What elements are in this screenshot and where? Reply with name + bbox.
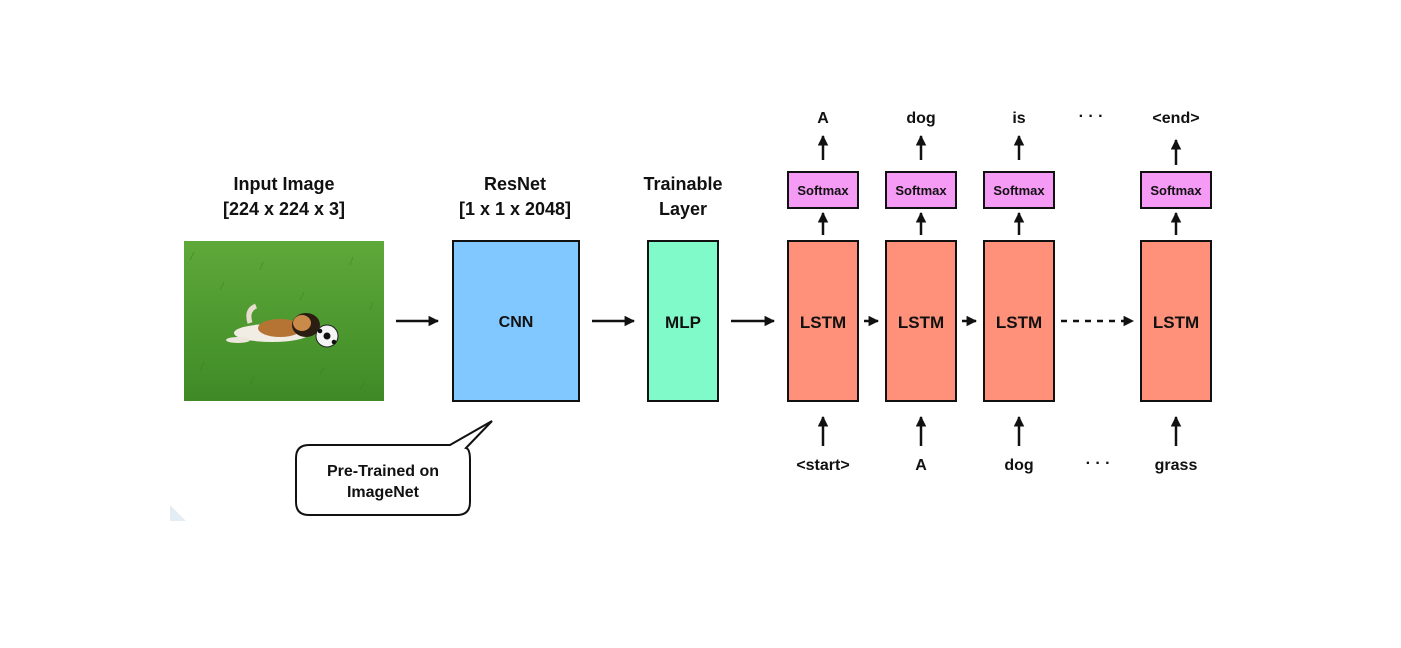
lstm-block-3: [983, 240, 1055, 402]
softmax-label-last: Softmax: [1150, 183, 1202, 198]
input-word-1: <start>: [796, 457, 849, 474]
input-image-dims: [224 x 224 x 3]: [223, 199, 345, 219]
softmax-label-3: Softmax: [993, 183, 1045, 198]
lstm-column-3: is Softmax LSTM dog: [983, 110, 1055, 474]
lstm-label-1: LSTM: [800, 313, 846, 332]
softmax-label-2: Softmax: [895, 183, 947, 198]
callout-line1: Pre-Trained on: [327, 463, 439, 480]
lstm-label-2: LSTM: [898, 313, 944, 332]
resnet-dims: [1 x 1 x 2048]: [459, 199, 571, 219]
trainable-title: Trainable: [643, 174, 722, 194]
input-word-last: grass: [1155, 457, 1198, 474]
lstm-block-last: [1140, 240, 1212, 402]
input-word-2: A: [915, 457, 927, 474]
mlp-label: MLP: [665, 313, 701, 332]
softmax-block-1: [787, 171, 859, 209]
output-word-last: <end>: [1152, 110, 1199, 127]
output-word-3: is: [1012, 110, 1025, 127]
lstm-label-3: LSTM: [996, 313, 1042, 332]
softmax-label-1: Softmax: [797, 183, 849, 198]
lstm-column-2: dog Softmax LSTM A: [885, 110, 957, 474]
corner-mark: [170, 505, 186, 521]
mlp-block: [647, 240, 719, 402]
lstm-column-last: <end> Softmax LSTM grass: [1140, 110, 1212, 474]
cnn-label: CNN: [499, 314, 534, 331]
output-word-2: dog: [906, 110, 935, 127]
lstm-block-2: [885, 240, 957, 402]
lstm-column-1: A Softmax LSTM <start>: [787, 110, 859, 474]
resnet-title: ResNet: [484, 174, 546, 194]
output-word-1: A: [817, 110, 829, 127]
pretrained-callout: [295, 420, 493, 516]
input-image-title: Input Image: [233, 174, 334, 194]
cnn-block: [452, 240, 580, 402]
trainable-title-line2: Layer: [659, 199, 707, 219]
input-word-3: dog: [1004, 457, 1033, 474]
input-ellipsis: · · ·: [1086, 455, 1111, 472]
lstm-block-1: [787, 240, 859, 402]
callout-line2: ImageNet: [347, 484, 420, 501]
softmax-block-3: [983, 171, 1055, 209]
lstm-label-last: LSTM: [1153, 313, 1199, 332]
input-image-photo: [184, 241, 384, 401]
output-ellipsis: · · ·: [1079, 108, 1104, 125]
softmax-block-last: [1140, 171, 1212, 209]
softmax-block-2: [885, 171, 957, 209]
